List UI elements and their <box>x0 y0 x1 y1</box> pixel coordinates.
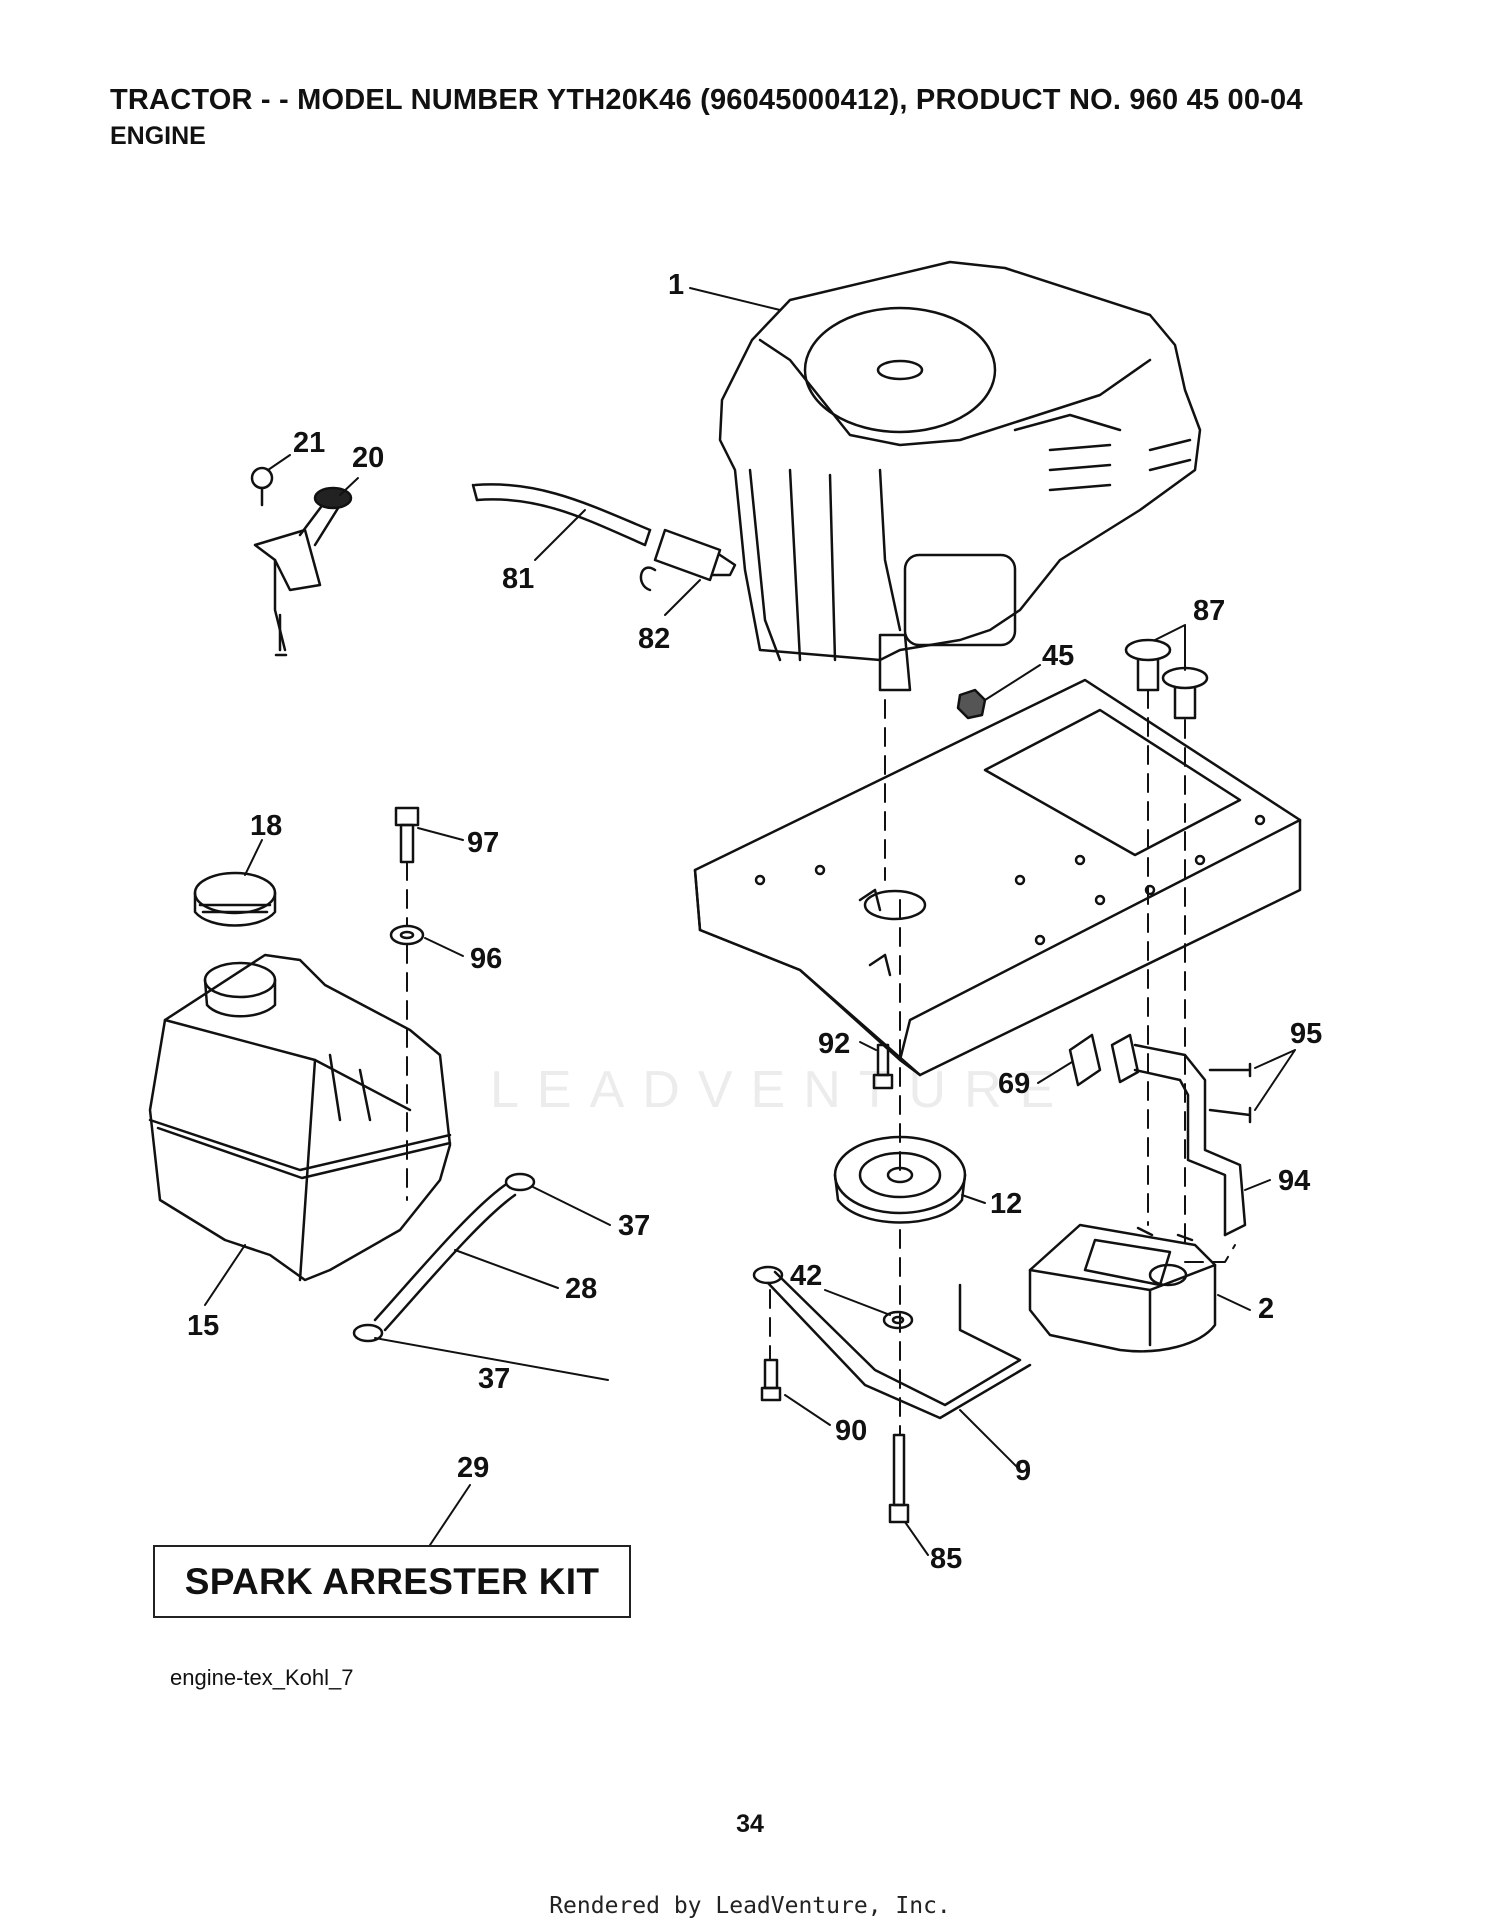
watermark: LEADVENTURE <box>490 1061 1073 1119</box>
nut-icon <box>956 688 987 720</box>
callout-96: 96 <box>470 943 502 975</box>
callout-69: 69 <box>998 1068 1030 1100</box>
callout-37-upper: 37 <box>618 1210 650 1242</box>
callout-18: 18 <box>250 810 282 842</box>
spark-arrester-kit-box: SPARK ARRESTER KIT <box>153 1545 631 1618</box>
callout-42: 42 <box>790 1260 822 1292</box>
callout-45: 45 <box>1042 640 1074 672</box>
fuel-filter-icon <box>639 528 737 592</box>
callout-1: 1 <box>668 269 684 301</box>
washer-icon <box>389 924 425 946</box>
callout-15: 15 <box>187 1310 219 1342</box>
muffler-icon <box>1028 1223 1217 1353</box>
callout-90: 90 <box>835 1415 867 1447</box>
fuel-tank-icon <box>148 953 452 1282</box>
engine-plate-icon <box>693 678 1302 1077</box>
bolt-icon <box>872 1043 894 1090</box>
spark-arrester-kit-label: SPARK ARRESTER KIT <box>184 1560 600 1602</box>
bolt-icon <box>760 1358 782 1402</box>
callout-29: 29 <box>457 1452 489 1484</box>
fuel-line-icon <box>471 483 652 547</box>
callout-21: 21 <box>293 427 325 459</box>
callout-82: 82 <box>638 623 670 655</box>
flange-bolt-icon <box>1124 638 1209 720</box>
callout-95: 95 <box>1290 1018 1322 1050</box>
footer-credit: Rendered by LeadVenture, Inc. <box>549 1893 951 1919</box>
gasket-icon <box>1068 1033 1140 1087</box>
callout-85: 85 <box>930 1543 962 1575</box>
clamp-icon <box>352 1172 536 1343</box>
screw-icon <box>1208 1062 1252 1124</box>
pulley-icon <box>833 1135 967 1224</box>
leader-lines <box>204 287 1296 1556</box>
callout-81: 81 <box>502 563 534 595</box>
washer-icon <box>882 1310 914 1330</box>
diagram-id: engine-tex_Kohl_7 <box>170 1665 354 1690</box>
page-number: 34 <box>736 1810 764 1838</box>
callout-12: 12 <box>990 1188 1022 1220</box>
callout-97: 97 <box>467 827 499 859</box>
assembly-lines <box>406 689 1236 1436</box>
callout-92: 92 <box>818 1028 850 1060</box>
throttle-control-icon <box>253 486 353 657</box>
callout-9: 9 <box>1015 1455 1031 1487</box>
callout-28: 28 <box>565 1273 597 1305</box>
callout-94: 94 <box>1278 1165 1310 1197</box>
callout-2: 2 <box>1258 1293 1274 1325</box>
page-subtitle: ENGINE <box>110 122 206 150</box>
engine-icon <box>718 260 1202 692</box>
page-title: TRACTOR - - MODEL NUMBER YTH20K46 (96045… <box>110 84 1303 116</box>
fuel-cap-icon <box>193 871 277 927</box>
exhaust-pipe-icon <box>1133 1043 1247 1237</box>
bracket-icon <box>752 1265 1032 1420</box>
bolt-icon <box>888 1433 910 1524</box>
callout-37-lower: 37 <box>478 1363 510 1395</box>
callout-20: 20 <box>352 442 384 474</box>
bolt-icon <box>250 466 274 507</box>
fuel-hose-icon <box>373 1183 517 1332</box>
callout-87: 87 <box>1193 595 1225 627</box>
callout-labels: 1 21 20 81 82 45 87 18 97 96 92 95 69 94… <box>187 269 1322 1575</box>
bolt-icon <box>394 806 420 864</box>
